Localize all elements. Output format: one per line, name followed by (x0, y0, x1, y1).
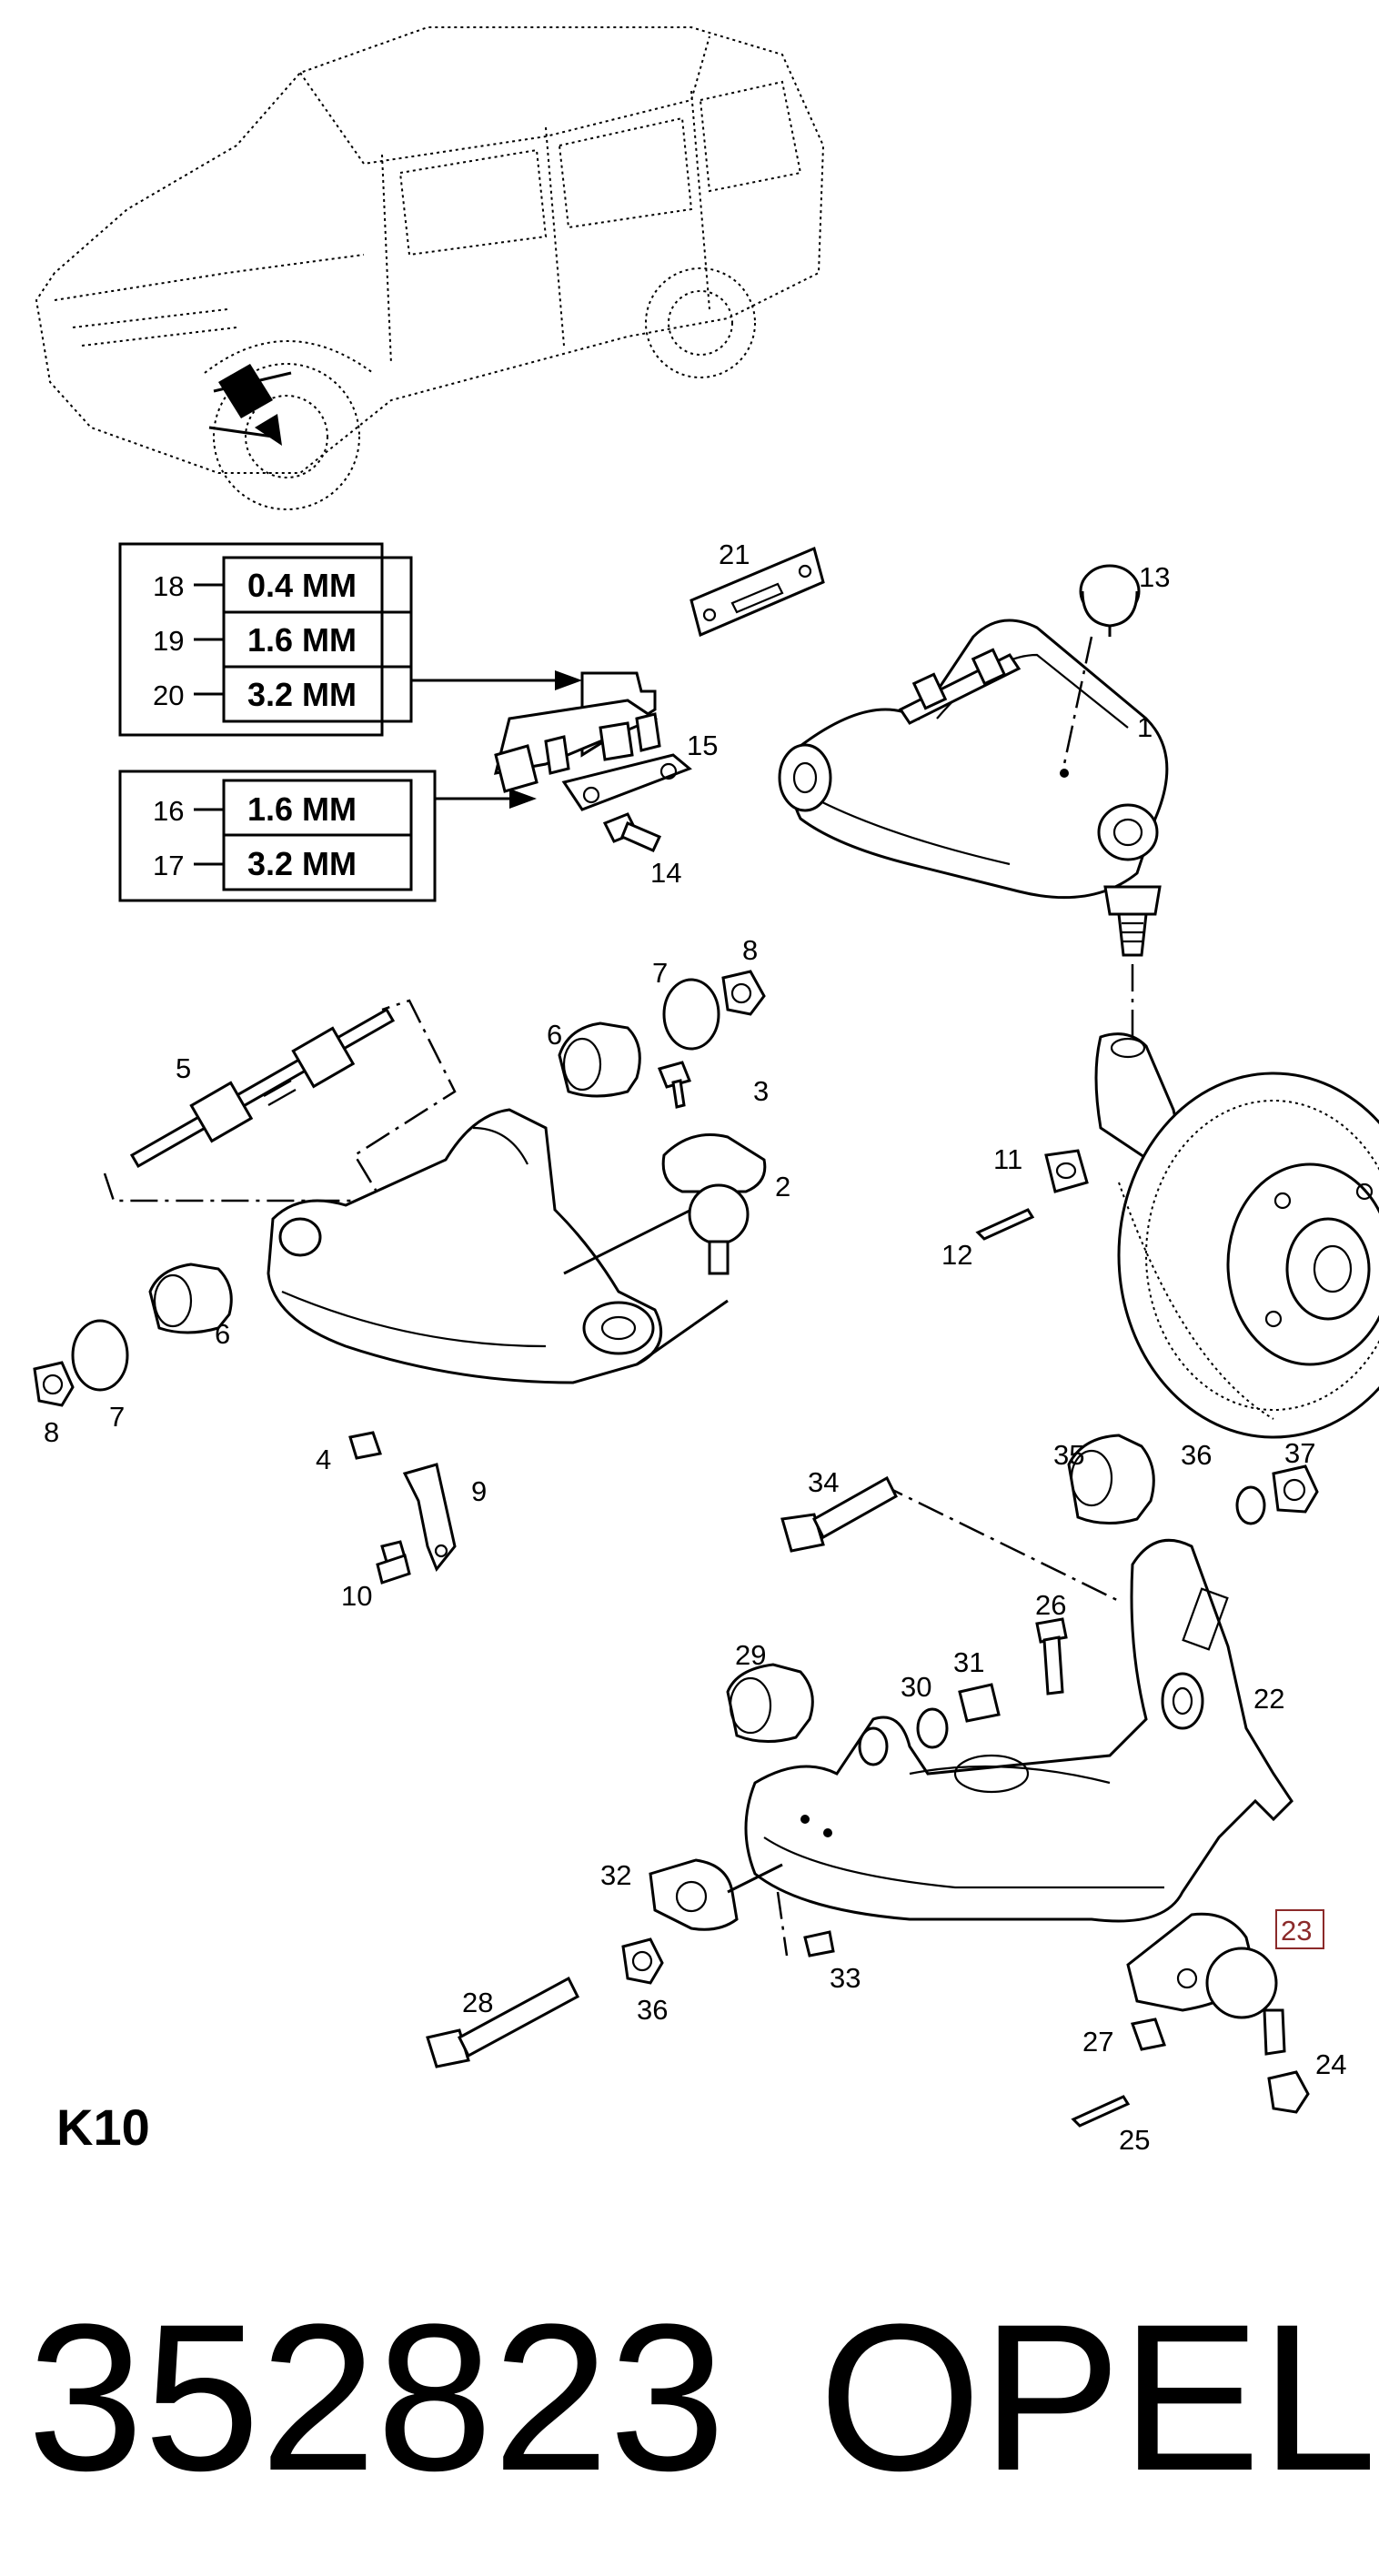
shim-size-17: 3.2 MM (247, 845, 357, 882)
callout-13: 13 (1139, 561, 1170, 593)
callout-22: 22 (1253, 1683, 1284, 1715)
bolt-26 (1035, 1617, 1068, 1696)
callout-32: 32 (600, 1859, 631, 1891)
callout-36-upper: 36 (1181, 1439, 1212, 1471)
callout-1: 1 (1137, 711, 1153, 743)
shim-ref-18: 18 (153, 570, 184, 602)
bushing-6-upper (558, 1021, 641, 1098)
torsion-bar-shaft (103, 999, 457, 1202)
nut-4 (348, 1431, 382, 1460)
callout-29: 29 (735, 1639, 766, 1671)
callout-23: 23 (1281, 1915, 1312, 1947)
shim-ref-19: 19 (153, 625, 184, 657)
washer-30 (916, 1707, 949, 1749)
bracket-32 (649, 1858, 783, 1931)
callout-4: 4 (316, 1444, 331, 1475)
callout-7-lower: 7 (109, 1401, 125, 1433)
cotter-pin-25 (1071, 2095, 1131, 2128)
shim-size-20: 3.2 MM (247, 676, 357, 713)
nut-36-lower (621, 1937, 664, 1985)
washer-7-upper (662, 978, 720, 1051)
callout-34: 34 (808, 1466, 839, 1498)
callouts: 1 2 3 4 5 6 6 7 7 8 8 9 10 11 12 13 14 1… (44, 538, 1346, 2156)
shim-ref-16: 16 (153, 795, 184, 827)
bushing-35 (1067, 1434, 1155, 1525)
callout-21: 21 (719, 538, 750, 570)
callout-23-highlight (1275, 1909, 1324, 1949)
callout-27: 27 (1082, 2026, 1113, 2058)
washer-36-upper (1235, 1485, 1266, 1525)
callout-9: 9 (471, 1475, 487, 1507)
callout-25: 25 (1119, 2124, 1150, 2156)
shim-size-19: 1.6 MM (247, 621, 357, 659)
callout-33: 33 (830, 1962, 861, 1994)
bracket-21 (690, 546, 825, 638)
washer-7-lower (71, 1319, 129, 1392)
callout-6-lower: 6 (215, 1318, 230, 1350)
nut-24 (1267, 2070, 1310, 2114)
part-number: 352823 (27, 2280, 726, 2514)
nut-27 (1131, 2018, 1166, 2051)
bolt-33 (803, 1930, 835, 1957)
shim-table-lower: 16 17 1.6 MM 3.2 MM (118, 770, 537, 902)
callout-2: 2 (775, 1171, 790, 1202)
callout-26: 26 (1035, 1589, 1066, 1621)
bolt-34 (780, 1475, 898, 1553)
shim-table-upper: 18 19 20 0.4 MM 1.6 MM 3.2 MM (118, 542, 582, 737)
callout-35: 35 (1053, 1439, 1084, 1471)
callout-30: 30 (901, 1671, 931, 1703)
bolt-3 (657, 1061, 692, 1109)
nut-11 (1044, 1149, 1089, 1193)
callout-8-lower: 8 (44, 1416, 59, 1448)
callout-24: 24 (1315, 2048, 1346, 2080)
nut-37 (1272, 1464, 1319, 1514)
brand-name: OPEL (819, 2280, 1377, 2514)
callout-14: 14 (650, 857, 681, 889)
middle-control-arm (267, 1108, 729, 1384)
callout-28: 28 (462, 1987, 493, 2018)
callout-31: 31 (953, 1646, 984, 1678)
upper-control-arm (778, 619, 1169, 957)
callout-6-upper: 6 (547, 1019, 562, 1051)
shim-ref-17: 17 (153, 850, 184, 881)
bushing-6-lower (148, 1263, 233, 1334)
bolt-10 (376, 1540, 411, 1585)
callout-36-lower: 36 (637, 1994, 668, 2026)
cap-13 (1062, 564, 1141, 765)
axis-line-lower-rear (776, 1891, 789, 1957)
lower-control-arm (744, 1538, 1293, 1923)
section-code: K10 (56, 2098, 150, 2156)
cotter-pin-12 (975, 1208, 1035, 1241)
ball-joint-2 (661, 1133, 767, 1275)
shim-ref-20: 20 (153, 679, 184, 711)
bracket-9 (402, 1463, 457, 1572)
shim-stack (493, 671, 692, 811)
callout-5: 5 (176, 1052, 191, 1084)
steering-knuckle-hub (1094, 1032, 1379, 1439)
callout-37: 37 (1284, 1437, 1315, 1469)
nut-8-lower (33, 1361, 75, 1407)
callout-10: 10 (341, 1580, 372, 1612)
callout-15: 15 (687, 730, 718, 761)
vehicle-illustration (35, 26, 825, 510)
callout-7-upper: 7 (652, 957, 668, 989)
callout-11: 11 (993, 1143, 1022, 1175)
bolt-28 (426, 1976, 579, 2068)
shim-size-18: 0.4 MM (247, 567, 357, 604)
shim-size-16: 1.6 MM (247, 790, 357, 828)
bolt-14 (602, 812, 662, 852)
ball-joint-23 (1126, 1912, 1286, 2056)
callout-12: 12 (941, 1239, 972, 1271)
callout-3: 3 (753, 1075, 769, 1107)
nut-8-upper (721, 970, 766, 1016)
nut-31 (958, 1683, 1001, 1723)
bushing-29 (726, 1663, 814, 1744)
callout-8-upper: 8 (742, 934, 758, 966)
